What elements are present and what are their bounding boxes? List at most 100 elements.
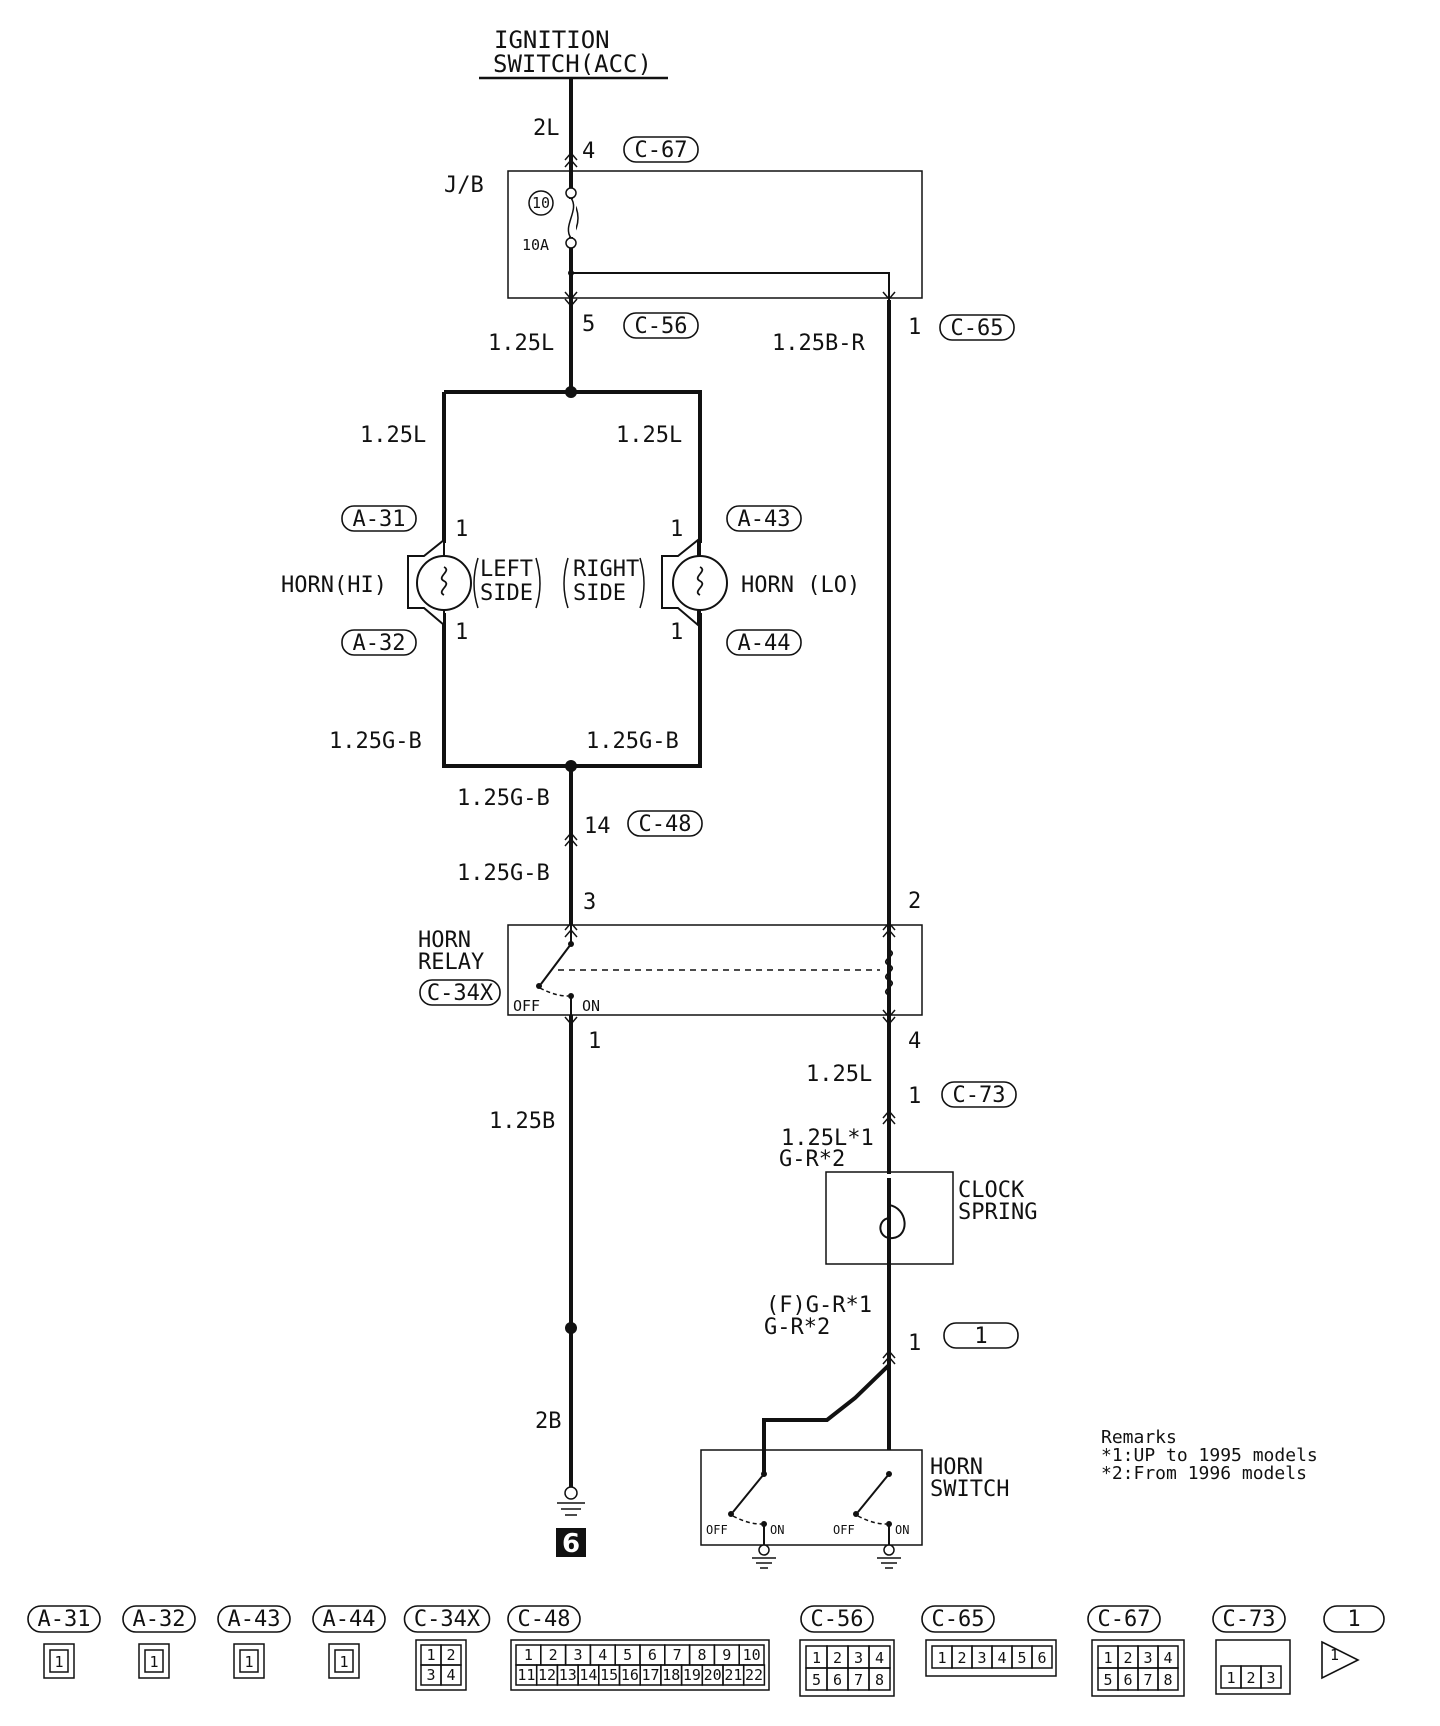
legend-a32-body — [138, 1643, 170, 1679]
legend-switch-pill — [1323, 1605, 1385, 1633]
legend-c73-label: C-73 — [1223, 1607, 1276, 1632]
svg-text:C-67: C-67 — [635, 138, 688, 163]
legend-c65-pill — [921, 1605, 995, 1633]
svg-text:A-32: A-32 — [353, 631, 406, 656]
relay-off-label: OFF — [513, 997, 540, 1015]
switch-chevron-icon — [882, 1349, 896, 1365]
wire-label-125gb-mid2: 1.25G-B — [457, 861, 550, 886]
connector-tag-c73: C-73 — [941, 1081, 1017, 1108]
legend-c56-pill — [800, 1605, 874, 1633]
junction-node-top — [565, 386, 577, 398]
horn-lo-icon — [661, 537, 728, 628]
wire-label-125gb-left: 1.25G-B — [329, 729, 422, 754]
connector-tag-c56: C-56 — [623, 312, 699, 339]
legend-a32-cell — [144, 1649, 164, 1673]
remarks-line-2: *2:From 1996 models — [1101, 1463, 1307, 1484]
junction-node-ground — [565, 1322, 577, 1334]
legend-c34x-pin: 4 — [446, 1666, 455, 1684]
horn-hi-label: HORN(HI) — [281, 573, 387, 598]
pin-c67: 4 — [582, 139, 595, 164]
switch-b-on: ON — [895, 1523, 909, 1537]
legend-c67-label: C-67 — [1098, 1607, 1151, 1632]
legend-c67-pin: 1 — [1103, 1649, 1112, 1667]
connector-tag-a31: A-31 — [341, 505, 417, 532]
switch-b-off: OFF — [833, 1523, 855, 1537]
legend-a31-cell — [49, 1649, 69, 1673]
clock-spring: CLOCK SPRING — [825, 1171, 1037, 1290]
legend-a44-pill — [312, 1605, 386, 1633]
legend-c48-body — [510, 1639, 770, 1691]
remarks-line-1: *1:UP to 1995 models — [1101, 1445, 1318, 1466]
wire-label-switch-2: G-R*2 — [764, 1315, 830, 1340]
wire-label-125l-main: 1.25L — [488, 331, 554, 356]
legend-c48-bottom-cell — [742, 1664, 766, 1686]
wire-label-125br: 1.25B-R — [772, 331, 865, 356]
legend-a43-cell — [239, 1649, 259, 1673]
legend-c73-pin: 2 — [1246, 1669, 1255, 1687]
legend-c48-bottom-pin: 12 — [538, 1666, 556, 1684]
legend-a44-label: A-44 — [323, 1607, 376, 1632]
legend-a31-body — [43, 1643, 75, 1679]
horn-switch: HORN SWITCH OFF ON OFF ON — [700, 1449, 1009, 1569]
legend-c56-pin: 5 — [812, 1671, 821, 1689]
legend-c67-pin: 7 — [1143, 1671, 1152, 1689]
legend-c48-bottom-pin: 17 — [642, 1666, 660, 1684]
legend-a32-pin: 1 — [149, 1653, 158, 1671]
svg-text:A-43: A-43 — [738, 507, 791, 532]
legend-c73-pin: 3 — [1266, 1669, 1275, 1687]
right-side-1: RIGHT — [573, 557, 639, 582]
legend-c65-pin: 2 — [957, 1649, 966, 1667]
left-side-2: SIDE — [480, 581, 533, 606]
horn-lo-label: HORN (LO) — [741, 573, 860, 598]
connector-tag-a43: A-43 — [726, 505, 802, 532]
pin-relay-4: 4 — [908, 1029, 921, 1054]
legend-c48-bottom-pin: 20 — [704, 1666, 722, 1684]
legend-c48-bottom-pin: 19 — [683, 1666, 701, 1684]
legend-c48-top-pin: 3 — [573, 1646, 582, 1664]
legend-c65-pin: 6 — [1037, 1649, 1046, 1667]
fuse-number: 10 — [532, 194, 550, 212]
switch-a-on: ON — [770, 1523, 784, 1537]
c73-chevron-icon — [882, 1109, 896, 1125]
legend-a44-cell — [334, 1649, 354, 1673]
legend-c48-bottom-pin: 18 — [662, 1666, 680, 1684]
clock-spring-label-1: CLOCK — [958, 1178, 1025, 1203]
switch-ground-icon — [752, 1544, 901, 1569]
legend-c34x-cell — [440, 1664, 462, 1686]
c48-chevron-icon — [564, 831, 578, 847]
legend-switch-label: 1 — [1347, 1607, 1360, 1632]
legend-c48-bottom-pin: 16 — [621, 1666, 639, 1684]
wire-label-2l: 2L — [533, 116, 560, 141]
legend-c73-pill — [1212, 1605, 1286, 1633]
pin-c73: 1 — [908, 1084, 921, 1109]
legend-c65-pin: 1 — [937, 1649, 946, 1667]
junction-block: J/B 10 10A — [444, 170, 923, 300]
pin-relay-3: 3 — [583, 890, 596, 915]
legend-c34x-pill — [403, 1605, 491, 1633]
legend-c48-top-pin: 5 — [623, 1646, 632, 1664]
horn-hi-icon — [407, 537, 472, 628]
horn-switch-label-1: HORN — [930, 1455, 983, 1480]
fuse-rating: 10A — [522, 236, 549, 254]
legend-c67-body — [1091, 1639, 1185, 1697]
legend-c48-top-pin: 2 — [549, 1646, 558, 1664]
relay-label-2: RELAY — [418, 950, 484, 975]
horn-relay: HORN RELAY OFF ON — [418, 921, 923, 1026]
legend-c56-pin: 8 — [875, 1671, 884, 1689]
legend-c34x-pin: 3 — [426, 1666, 435, 1684]
legend-c67-pin: 2 — [1123, 1649, 1132, 1667]
connector-tag-c67: C-67 — [623, 136, 699, 163]
svg-text:C-73: C-73 — [953, 1083, 1006, 1108]
legend-c48-bottom-pin: 11 — [517, 1666, 535, 1684]
relay-label-1: HORN — [418, 928, 471, 953]
legend-a43-label: A-43 — [228, 1607, 281, 1632]
pin-switch: 1 — [908, 1331, 921, 1356]
pin-a43: 1 — [670, 517, 683, 542]
wire-label-clock-1: 1.25L*1 — [781, 1126, 874, 1151]
svg-text:A-44: A-44 — [738, 631, 791, 656]
ground-6: 6 — [556, 1486, 586, 1559]
pin-a44: 1 — [670, 620, 683, 645]
connector-marks — [564, 151, 896, 308]
legend-c48-bottom-pin: 15 — [600, 1666, 618, 1684]
